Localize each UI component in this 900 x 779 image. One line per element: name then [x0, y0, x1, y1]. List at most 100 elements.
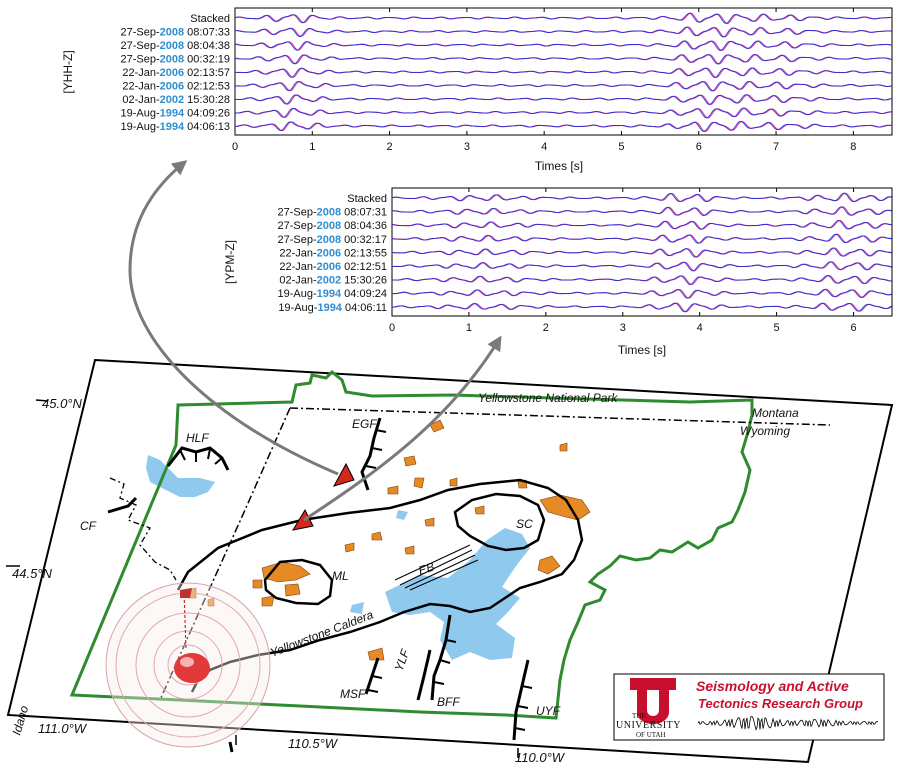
- event-label: 19-Aug-1994 04:09:24: [278, 288, 388, 300]
- event-trace: [391, 302, 892, 313]
- event-trace: [234, 67, 893, 78]
- event-label: 27-Sep-2008 08:07:33: [121, 27, 231, 39]
- logo-university: UNIVERSITY: [616, 720, 681, 731]
- fault-label-hlf: HLF: [186, 431, 209, 445]
- fault-label-bff: BFF: [437, 695, 460, 709]
- earthquake-hypocenter: [174, 653, 210, 683]
- hypocenter-highlight: [180, 657, 194, 667]
- small-lake-2: [350, 602, 364, 614]
- idaho-montana-border: [109, 477, 177, 581]
- panel-yhh-traces: [234, 12, 893, 132]
- panel-yhh-frame: [234, 7, 893, 136]
- x-tick-label: 3: [620, 322, 626, 334]
- montana-label: Montana: [752, 406, 799, 420]
- park-boundary: [69, 369, 754, 720]
- montana-wyoming-border: [289, 407, 831, 426]
- event-trace: [234, 40, 893, 51]
- event-label: 19-Aug-1994 04:09:26: [121, 108, 231, 120]
- event-trace: [392, 261, 892, 272]
- event-trace: [235, 80, 893, 92]
- event-label: 27-Sep-2008 00:32:19: [121, 54, 231, 66]
- x-tick-label: 0: [232, 141, 238, 153]
- event-label: 27-Sep-2008 08:04:36: [278, 220, 388, 232]
- arrow-to-yhh: [128, 160, 339, 476]
- event-trace: [235, 107, 892, 119]
- panel-ypm-xlabel: Times [s]: [618, 343, 666, 357]
- event-label: 02-Jan-2002 15:30:26: [279, 275, 387, 287]
- hebgen-lake: [146, 455, 215, 497]
- small-lake-1: [396, 510, 408, 520]
- event-label: 27-Sep-2008 00:32:17: [278, 234, 388, 246]
- wyoming-label: Wyoming: [740, 424, 790, 438]
- utah-logo: THE UNIVERSITY OF UTAH Seismology and Ac…: [613, 673, 885, 741]
- map-graticule-ticks: [6, 399, 519, 758]
- logo-seismogram-icon: [697, 715, 879, 731]
- event-trace: [391, 247, 892, 258]
- x-tick-label: 5: [618, 141, 624, 153]
- x-tick-label: 6: [696, 141, 702, 153]
- yellowstone-lake: [385, 528, 530, 660]
- event-label: 22-Jan-2006 02:12:53: [122, 81, 230, 93]
- x-tick-label: 7: [773, 141, 779, 153]
- logo-the: THE: [632, 712, 646, 720]
- fault-label-egf: EGF: [352, 417, 377, 431]
- event-label: 27-Sep-2008 08:04:38: [121, 40, 231, 52]
- fault-label-msf: MSF: [340, 687, 366, 701]
- event-trace: [392, 289, 892, 299]
- eb-fault-lines: [394, 544, 479, 591]
- idaho-wyoming-border: [159, 407, 291, 701]
- event-trace: [234, 120, 893, 132]
- x-tick-label: 8: [850, 141, 856, 153]
- event-label: 19-Aug-1994 04:06:11: [278, 302, 387, 314]
- panel-ypm-channel-label: [YPM-Z]: [223, 240, 237, 284]
- fault-label-uyf: UYF: [536, 704, 561, 718]
- lat-445-label: 44.5°N: [12, 566, 53, 581]
- mallard-lake-dome: [263, 558, 334, 606]
- arrow-to-ypm: [303, 335, 502, 522]
- stacked-trace: [391, 192, 892, 203]
- park-label: Yellowstone National Park: [478, 391, 618, 405]
- panel-ypm-traces: [391, 192, 892, 313]
- logo-of-utah: OF UTAH: [636, 731, 666, 739]
- event-label: 22-Jan-2006 02:12:51: [279, 261, 387, 273]
- event-trace: [235, 26, 893, 38]
- x-tick-label: 1: [466, 322, 472, 334]
- stacked-trace: [234, 12, 892, 24]
- lon-1105-label: 110.5°W: [288, 736, 339, 751]
- event-label: 27-Sep-2008 08:07:31: [278, 207, 388, 219]
- utah-u-icon: [630, 678, 676, 724]
- caldera-rim: [176, 478, 584, 693]
- x-tick-label: 4: [541, 141, 547, 153]
- fault-label-ml: ML: [332, 569, 349, 583]
- panel-ypm-stacked-label: Stacked: [347, 193, 387, 205]
- event-trace: [235, 94, 893, 105]
- panel-yhh-channel-label: [YHH-Z]: [61, 50, 75, 93]
- event-trace: [392, 275, 892, 285]
- map: Yellowstone National Park Montana Wyomin…: [6, 358, 894, 765]
- logo-line2: Tectonics Research Group: [698, 696, 863, 711]
- event-label: 19-Aug-1994 04:06:13: [121, 121, 231, 133]
- event-label: 02-Jan-2002 15:30:28: [122, 94, 230, 106]
- event-trace: [391, 220, 892, 230]
- panel-yhh-xlabel: Times [s]: [535, 159, 583, 173]
- x-tick-label: 5: [774, 322, 780, 334]
- x-tick-label: 1: [309, 141, 315, 153]
- sour-creek-dome: [453, 492, 546, 552]
- panel-yhh-stacked-label: Stacked: [190, 13, 230, 25]
- lon-110-label: 110.0°W: [515, 750, 566, 765]
- event-trace: [391, 233, 892, 244]
- logo-line1: Seismology and Active: [696, 678, 849, 694]
- event-trace: [391, 206, 892, 216]
- x-tick-label: 3: [464, 141, 470, 153]
- waveform-panel-ypm: Stacked 27-Sep-2008 08:07:3127-Sep-2008 …: [223, 187, 893, 357]
- fault-ticks: [179, 429, 533, 731]
- x-tick-label: 6: [850, 322, 856, 334]
- fault-label-sc: SC: [516, 517, 533, 531]
- event-label: 22-Jan-2006 02:13:55: [279, 247, 387, 259]
